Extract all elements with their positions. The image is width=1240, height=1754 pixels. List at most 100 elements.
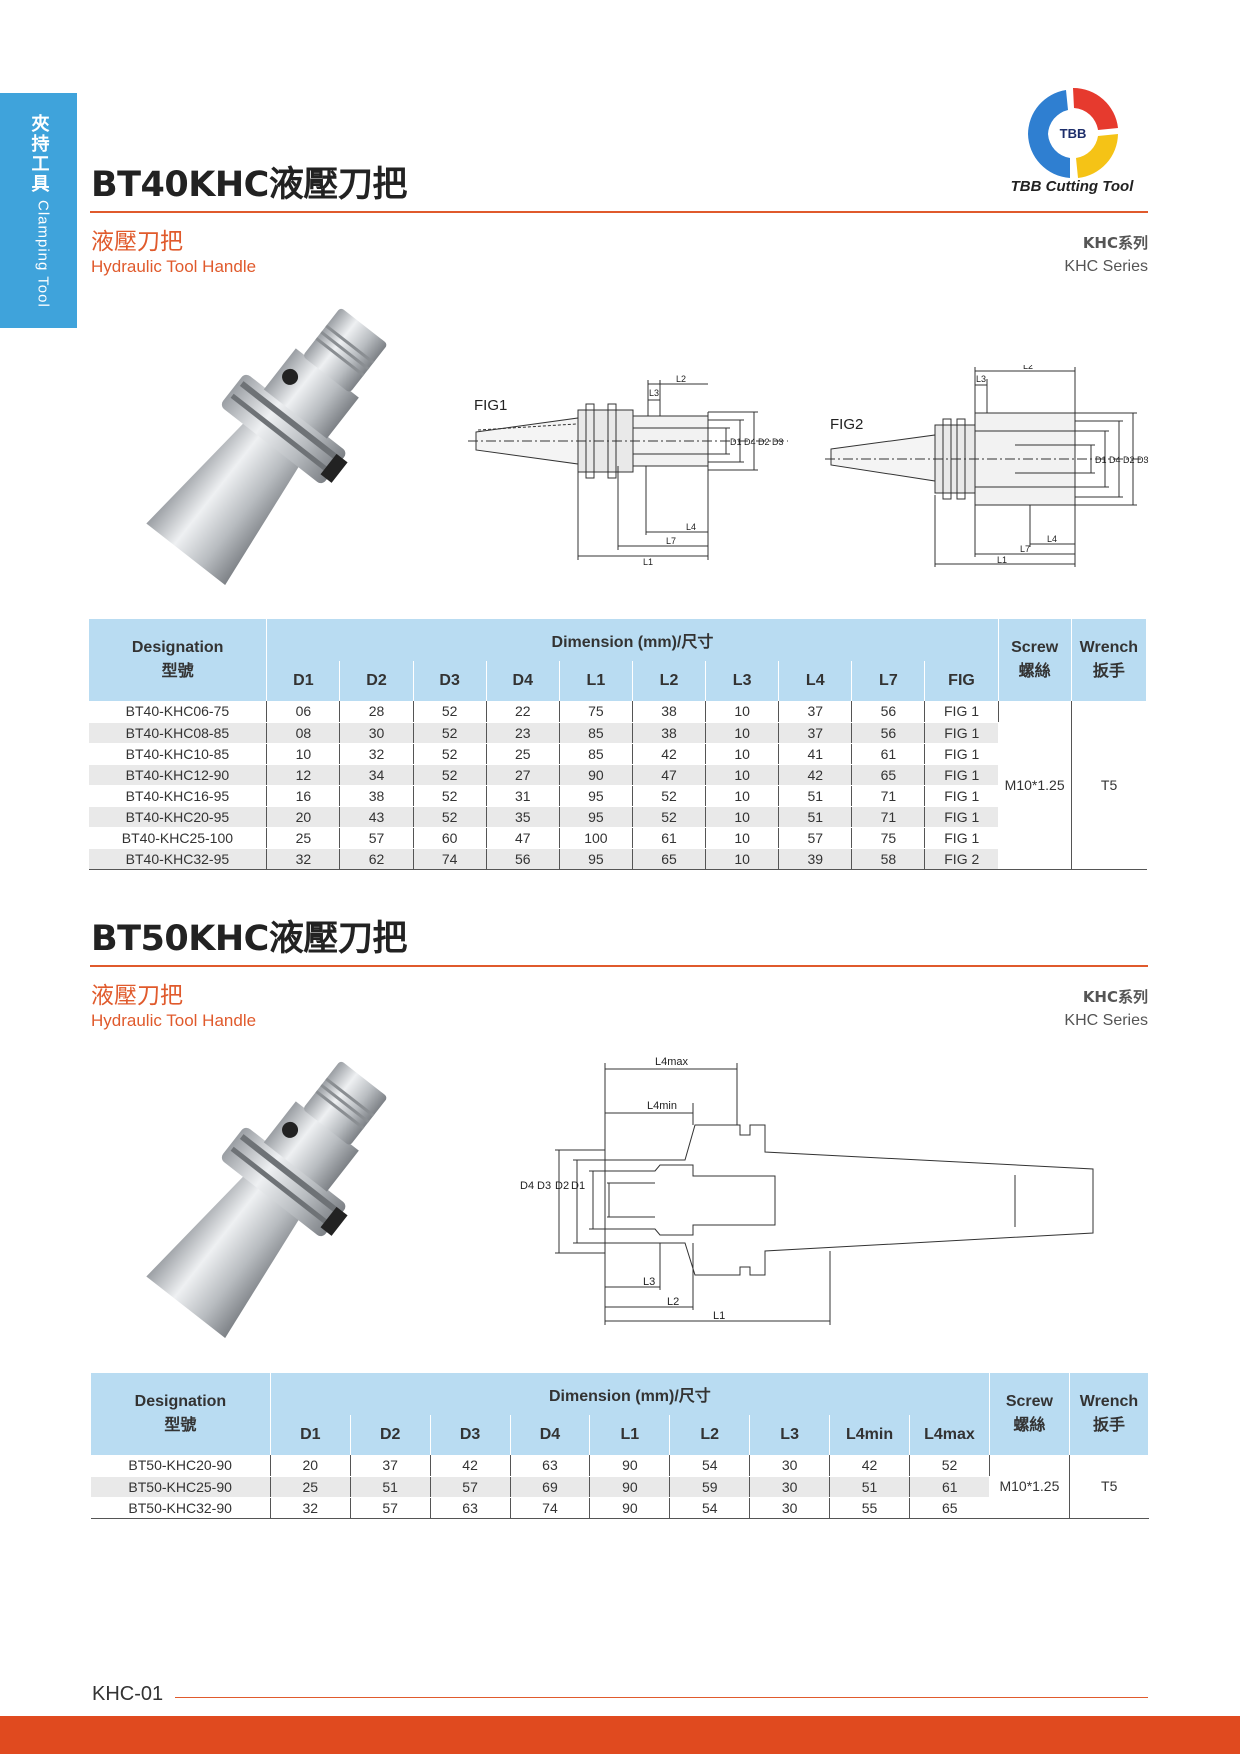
value-cell: 10 (705, 848, 780, 870)
value-cell: 52 (413, 722, 487, 744)
value-cell: 10 (705, 764, 780, 786)
column-header: D4 (509, 1415, 591, 1455)
value-cell: 90 (589, 1455, 671, 1477)
logo-text: TBB (1060, 126, 1087, 141)
fig2-dim-d3: D3 (1137, 455, 1149, 465)
value-cell: 25 (270, 1476, 351, 1498)
value-cell: 51 (778, 785, 853, 807)
column-header: L3 (749, 1415, 831, 1455)
value-cell: 69 (510, 1476, 591, 1498)
value-cell: 25 (266, 827, 341, 849)
fig1-dim-l1: L1 (643, 557, 653, 567)
section1-rule (90, 211, 1148, 213)
value-cell: 10 (705, 785, 780, 807)
value-cell: 10 (705, 827, 780, 849)
value-cell: 61 (909, 1476, 990, 1498)
value-cell: 10 (705, 806, 780, 828)
bt50-dim-l1: L1 (713, 1310, 725, 1322)
value-cell: 65 (909, 1497, 990, 1519)
value-cell: 54 (669, 1455, 751, 1477)
column-header: L1 (589, 1415, 671, 1455)
value-cell: 38 (632, 701, 707, 723)
value-cell: 16 (266, 785, 341, 807)
tool-holder-photo (146, 308, 387, 585)
value-cell: 75 (851, 827, 926, 849)
value-cell: 37 (778, 701, 853, 723)
value-cell: FIG 1 (924, 785, 999, 807)
fig2-dim-l7: L7 (1020, 544, 1030, 554)
value-cell: 63 (510, 1455, 591, 1477)
value-cell: 32 (266, 848, 341, 870)
section1-series-en: KHC Series (1064, 258, 1148, 275)
value-cell: 27 (486, 764, 560, 786)
value-cell: 52 (413, 785, 487, 807)
designation-cell: BT50-KHC25-90 (90, 1476, 271, 1498)
bt50-dim-l3: L3 (643, 1276, 655, 1288)
fig1-label: FIG1 (474, 397, 507, 414)
value-cell: 74 (510, 1497, 591, 1519)
column-header: D1 (269, 1415, 351, 1455)
dimension-header: Dimension (mm)/尺寸 (266, 619, 999, 661)
fig1-dim-l2: L2 (676, 374, 686, 384)
value-cell: 61 (851, 743, 926, 765)
bt50-drawing: L4max L4min L3 L2 L1 D4 D3 D2 D1 (520, 1056, 1094, 1325)
value-cell: 20 (266, 806, 341, 828)
fig2-dim-d2: D2 (1123, 455, 1135, 465)
value-cell: 42 (778, 764, 853, 786)
section2-series-en: KHC Series (1064, 1012, 1148, 1029)
section1-subtitle-en: Hydraulic Tool Handle (91, 257, 257, 276)
footer-bar (0, 1716, 1240, 1754)
value-cell: 52 (632, 785, 707, 807)
value-cell: 34 (339, 764, 414, 786)
column-header: D4 (485, 661, 560, 701)
value-cell: 90 (559, 764, 633, 786)
value-cell: 61 (632, 827, 707, 849)
value-cell: 39 (778, 848, 853, 870)
value-cell: 22 (486, 701, 560, 723)
fig1-dim-l3: L3 (649, 388, 659, 398)
value-cell: 57 (350, 1497, 431, 1519)
value-cell: 71 (851, 785, 926, 807)
fig2-dim-l2: L2 (1023, 365, 1033, 371)
value-cell: 56 (851, 701, 926, 723)
value-cell: 62 (339, 848, 414, 870)
column-header: L4max (909, 1415, 990, 1455)
value-cell: FIG 1 (924, 827, 999, 849)
designation-cell: BT40-KHC06-75 (88, 701, 268, 723)
value-cell: 58 (851, 848, 926, 870)
value-cell: 52 (413, 743, 487, 765)
value-cell: 43 (339, 806, 414, 828)
value-cell: 42 (829, 1455, 911, 1477)
value-cell: 52 (413, 806, 487, 828)
value-cell: 10 (705, 722, 780, 744)
value-cell: 55 (829, 1497, 911, 1519)
value-cell: 60 (413, 827, 487, 849)
value-cell: 30 (749, 1497, 831, 1519)
value-cell: 30 (339, 722, 414, 744)
column-header: L2 (631, 661, 707, 701)
value-cell: 28 (339, 701, 414, 723)
value-cell: 47 (632, 764, 707, 786)
value-cell: 65 (851, 764, 926, 786)
designation-cell: BT40-KHC12-90 (88, 764, 268, 786)
designation-cell: BT40-KHC32-95 (88, 848, 268, 870)
screw-value: M10*1.25 (989, 1455, 1070, 1519)
screw-value: M10*1.25 (998, 701, 1072, 870)
side-tab-cn: 夾持工具 (28, 113, 50, 194)
tbb-logo-icon: TBB (1028, 87, 1118, 178)
section1-subtitle-cn: 液壓刀把 (91, 229, 183, 255)
value-cell: 35 (486, 806, 560, 828)
designation-cell: BT40-KHC16-95 (88, 785, 268, 807)
designation-cell: BT50-KHC20-90 (90, 1455, 271, 1477)
value-cell: 20 (270, 1455, 351, 1477)
value-cell: 57 (778, 827, 853, 849)
